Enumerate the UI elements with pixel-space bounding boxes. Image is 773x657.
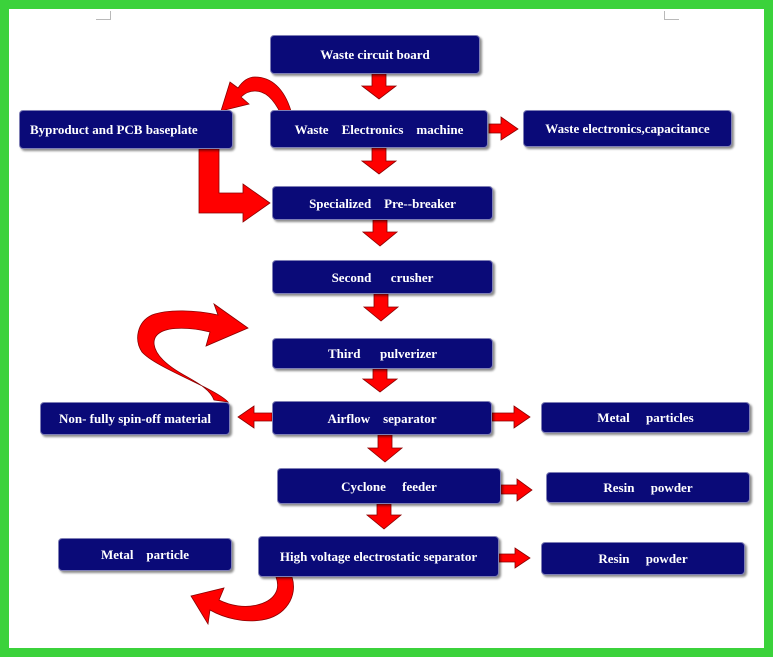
arrow-loop-hv-to-bottom [190,576,294,626]
node-third-pulverizer: Third pulverizer [272,338,493,369]
arrow-loop-to-byproduct [220,76,292,115]
arrow-down-5 [361,368,399,393]
page-corner-mark-right [664,11,679,20]
node-metal-particles: Metal particles [541,402,750,433]
arrow-down-3 [361,219,399,247]
arrow-right-metal-particles [491,405,531,429]
node-waste-electronics-machine: Waste Electronics machine [270,110,488,148]
arrow-right-electronics [488,116,519,141]
node-specialized-pre-breaker: Specialized Pre--breaker [272,186,493,220]
arrow-loop-to-pulverizer [137,302,249,403]
arrow-byproduct-to-prebreaker [198,148,271,223]
arrow-down-6 [366,434,404,463]
node-waste-electronics-capacitance: Waste electronics,capacitance [523,110,732,147]
node-metal-particle: Metal particle [58,538,232,571]
arrow-right-resin-1 [500,478,533,502]
arrow-down-7 [365,503,403,530]
node-second-crusher: Second crusher [272,260,493,294]
node-resin-powder-2: Resin powder [541,542,745,575]
node-waste-circuit-board: Waste circuit board [270,35,480,74]
node-non-fully-spin-off-material: Non- fully spin-off material [40,402,230,435]
node-resin-powder-1: Resin powder [546,472,750,503]
node-high-voltage-electrostatic-separator: High voltage electrostatic separator [258,536,499,577]
page-corner-mark-left [96,11,111,20]
arrow-down-1 [360,73,398,100]
arrow-right-resin-2 [498,547,531,569]
node-byproduct-pcb-baseplate: Byproduct and PCB baseplate [19,110,233,149]
node-airflow-separator: Airflow separator [272,401,492,435]
arrow-left-non-fully [237,405,273,429]
arrow-down-2 [360,147,398,175]
node-cyclone-feeder: Cyclone feeder [277,468,501,504]
arrow-down-4 [362,293,400,322]
